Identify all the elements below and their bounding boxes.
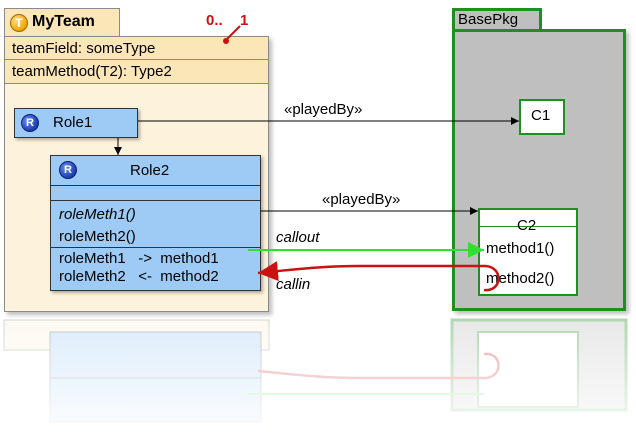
- c2-method[interactable]: method1(): [486, 240, 555, 257]
- multiplicity-lower: 0..: [206, 12, 223, 29]
- c2-divider: [480, 226, 576, 227]
- playedby-label-2: «playedBy»: [322, 191, 401, 208]
- role2-binding-callin[interactable]: roleMeth2 <- method2: [59, 268, 219, 285]
- multiplicity-link: [225, 25, 241, 41]
- role2-box[interactable]: [50, 155, 261, 291]
- role1-icon: R: [21, 114, 39, 132]
- role2-binding-callout[interactable]: roleMeth1 -> method1: [59, 250, 219, 267]
- role2-divider: [51, 185, 260, 186]
- callin-arrow[interactable]: [257, 261, 500, 292]
- class-c2-name: C2: [517, 217, 537, 234]
- package-name[interactable]: BasePkg: [458, 11, 519, 28]
- multiplicity-upper: 1: [240, 12, 249, 29]
- role2-divider: [51, 200, 260, 201]
- role2-icon: R: [59, 161, 77, 179]
- team-method[interactable]: teamMethod(T2): Type2: [4, 60, 269, 84]
- team-icon: T: [10, 14, 28, 32]
- role2-divider: [51, 247, 260, 248]
- class-c1-box[interactable]: [519, 99, 565, 135]
- role1-name: Role1: [53, 114, 93, 131]
- multiplicity-dot: [223, 38, 229, 44]
- class-c1-name: C1: [531, 107, 551, 124]
- package-tab: [452, 8, 542, 30]
- callin-label: callin: [276, 276, 311, 293]
- team-name[interactable]: MyTeam: [32, 13, 95, 30]
- class-c2-box[interactable]: [478, 208, 578, 296]
- mirror-reflection: [0, 318, 636, 445]
- connectors-layer: [114, 25, 519, 292]
- callout-label: callout: [276, 229, 320, 246]
- role2-method[interactable]: roleMeth1(): [59, 206, 136, 223]
- role2-method[interactable]: roleMeth2(): [59, 228, 136, 245]
- c2-method[interactable]: method2(): [486, 270, 555, 287]
- playedby-label-1: «playedBy»: [284, 101, 363, 118]
- role2-name: Role2: [130, 162, 170, 179]
